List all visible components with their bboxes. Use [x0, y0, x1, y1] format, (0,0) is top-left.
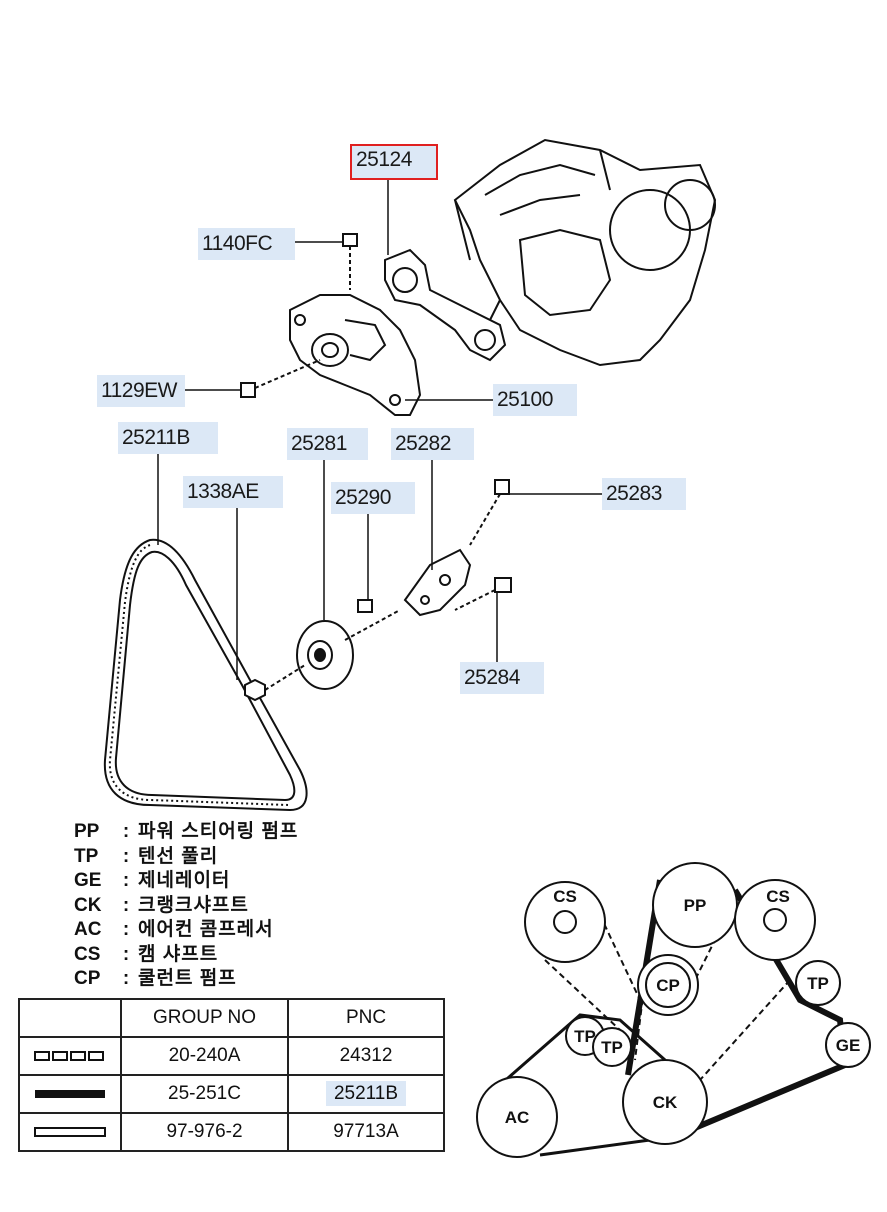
group-no-cell: 97-976-2 — [120, 1112, 289, 1152]
callout-25211b[interactable]: 25211B — [118, 422, 218, 454]
belt-group-table: GROUP NO PNC 20-240A 24312 25-251C 25211… — [18, 998, 445, 1152]
pulley-tp-right — [795, 960, 841, 1006]
legend-code: AC — [74, 919, 102, 940]
callout-1129ew[interactable]: 1129EW — [97, 375, 185, 407]
belt-style-solid — [18, 1074, 122, 1114]
label-cp: CP — [656, 976, 680, 995]
legend-code: PP — [74, 821, 100, 842]
legend-sep: : — [122, 919, 130, 940]
group-no-cell: 25-251C — [120, 1074, 289, 1114]
pnc-cell[interactable]: 25211B — [287, 1074, 445, 1114]
callout-25282[interactable]: 25282 — [391, 428, 474, 460]
pnc-cell[interactable]: 24312 — [287, 1036, 445, 1076]
label-ge: GE — [836, 1036, 861, 1055]
legend-desc: 제네레이터 — [138, 870, 231, 891]
table-row: 20-240A 24312 — [18, 1036, 445, 1076]
belt-style-chain — [18, 1036, 122, 1076]
tension-pulley-drawing — [296, 609, 401, 690]
belt-routing-diagram: CS PP CS CP TP GE TP TP AC CK — [476, 862, 871, 1158]
leader-lines — [157, 175, 602, 680]
legend-sep: : — [122, 943, 130, 965]
callout-25100[interactable]: 25100 — [493, 384, 577, 416]
bolt-25284-drawing — [454, 577, 512, 611]
callout-25124[interactable]: 25124 — [350, 144, 438, 180]
bracket-25282-drawing — [403, 548, 472, 617]
legend-row: GE: 제네레이터 — [74, 869, 298, 894]
callout-1140fc[interactable]: 1140FC — [198, 228, 295, 260]
legend-desc: 캠 샤프트 — [138, 943, 219, 965]
legend-code: CP — [74, 968, 101, 989]
legend-row: TP: 텐선 풀리 — [74, 845, 298, 870]
label-tp-b: TP — [601, 1038, 623, 1057]
legend-desc: 파워 스티어링 펌프 — [138, 821, 299, 842]
label-cs-left: CS — [553, 887, 577, 906]
table-header-row: GROUP NO PNC — [18, 998, 445, 1038]
pulley-ge — [825, 1022, 871, 1068]
header-style — [18, 998, 122, 1038]
legend-sep: : — [122, 870, 130, 891]
header-group-no: GROUP NO — [120, 998, 289, 1038]
water-pump-drawing — [289, 294, 422, 416]
header-pnc: PNC — [287, 998, 445, 1038]
legend-row: PP: 파워 스티어링 펌프 — [74, 820, 298, 845]
legend-row: CK: 크랭크샤프트 — [74, 894, 298, 919]
legend-row: CS: 캠 샤프트 — [74, 943, 298, 968]
table-row: 97-976-2 97713A — [18, 1112, 445, 1152]
legend-code: CK — [74, 894, 102, 916]
label-tp-a: TP — [574, 1027, 596, 1046]
legend-row: CP: 쿨런트 펌프 — [74, 967, 298, 992]
legend-sep: : — [122, 968, 130, 989]
belt-style-hollow — [18, 1112, 122, 1152]
bolt-25290-drawing — [357, 599, 373, 613]
legend-sep: : — [122, 894, 130, 916]
legend-desc: 텐선 풀리 — [138, 845, 219, 867]
legend-row: AC: 에어컨 콤프레서 — [74, 918, 298, 943]
legend-code: TP — [74, 845, 99, 867]
label-cs-right: CS — [766, 887, 790, 906]
label-tp-right: TP — [807, 974, 829, 993]
legend-sep: : — [122, 845, 130, 867]
table-row: 25-251C 25211B — [18, 1074, 445, 1114]
legend-code: GE — [74, 870, 102, 891]
label-pp: PP — [684, 896, 707, 915]
pulley-ac — [476, 1076, 558, 1158]
pnc-highlight[interactable]: 25211B — [325, 1081, 407, 1106]
nut-1338ae-drawing — [244, 664, 306, 702]
pulley-tp-b — [592, 1027, 632, 1067]
legend-code: CS — [74, 943, 101, 965]
bolt-1140fc-drawing — [342, 233, 358, 290]
engine-block-drawing — [453, 138, 717, 367]
legend-desc: 쿨런트 펌프 — [138, 968, 237, 989]
legend-desc: 에어컨 콤프레서 — [138, 919, 274, 940]
bolt-1129ew-drawing — [240, 359, 321, 398]
callout-25281[interactable]: 25281 — [287, 428, 368, 460]
label-ck: CK — [653, 1093, 678, 1112]
label-ac: AC — [505, 1108, 530, 1127]
drive-belt-drawing — [103, 538, 308, 812]
gasket-drawing — [384, 248, 507, 362]
bolt-25283-drawing — [469, 479, 510, 546]
hollow-belt-swatch — [34, 1126, 106, 1137]
legend-sep: : — [122, 821, 130, 842]
pnc-cell[interactable]: 97713A — [287, 1112, 445, 1152]
pulley-legend: PP: 파워 스티어링 펌프 TP: 텐선 풀리 GE: 제네레이터 CK: 크랭크샤프… — [74, 820, 298, 992]
callout-25284[interactable]: 25284 — [460, 662, 544, 694]
callout-1338ae[interactable]: 1338AE — [183, 476, 283, 508]
callout-25290[interactable]: 25290 — [331, 482, 415, 514]
chain-belt-swatch — [34, 1050, 104, 1061]
solid-belt-swatch — [35, 1089, 105, 1098]
group-no-cell: 20-240A — [120, 1036, 289, 1076]
legend-desc: 크랭크샤프트 — [138, 894, 249, 916]
callout-25283[interactable]: 25283 — [602, 478, 686, 510]
pulley-ck — [622, 1059, 708, 1145]
